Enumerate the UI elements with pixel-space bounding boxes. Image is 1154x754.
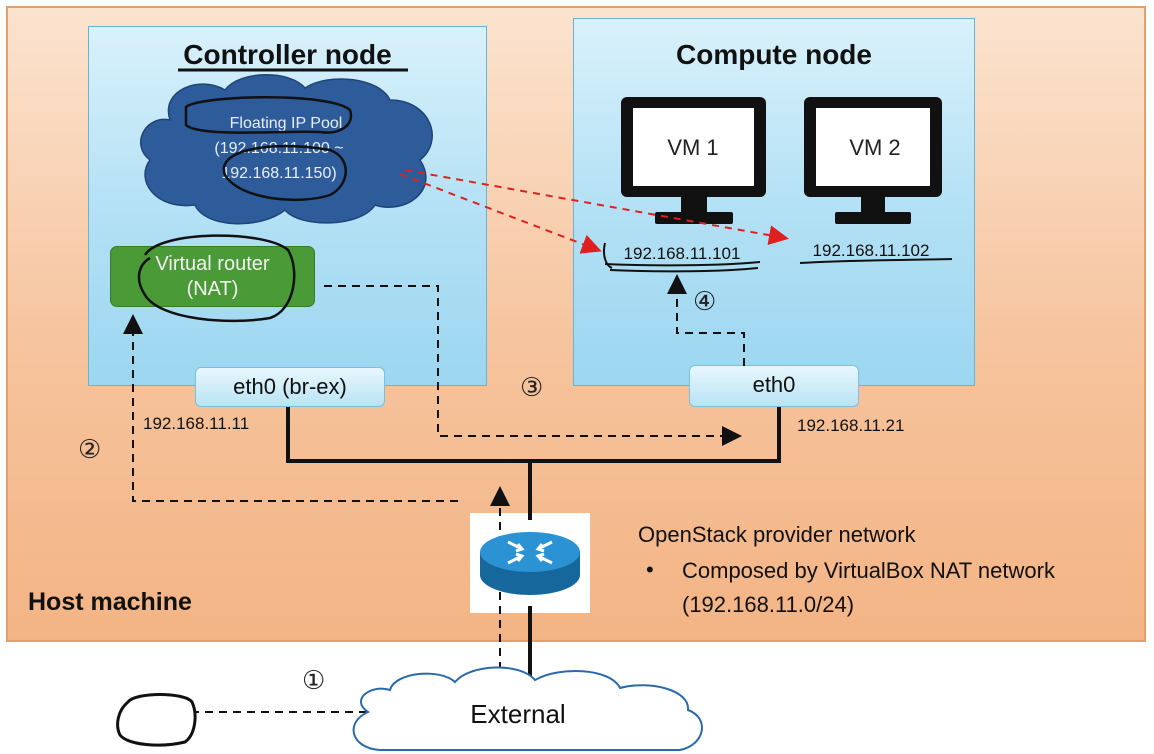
compute-node-title: Compute node <box>676 39 872 70</box>
floating-ip-arrow-vm1 <box>399 173 602 254</box>
virtual-router-box: Virtual router (NAT) <box>110 246 315 307</box>
step-1-marker: ① <box>302 665 326 695</box>
virtual-router-nat-label: (NAT) <box>186 278 239 300</box>
floating-ip-pool-cloud-icon: Floating IP Pool (192.168.11.100 ~ 192.1… <box>140 74 433 225</box>
virtual-router-scribble <box>137 234 296 323</box>
step-4-marker: ④ <box>693 286 717 316</box>
floating-pool-title: Floating IP Pool <box>230 115 343 132</box>
provider-network-bus <box>286 407 781 463</box>
vm2-ip-label: 192.168.11.102 <box>813 241 930 260</box>
provider-network-detail: Composed by VirtualBox NAT network <box>682 558 1055 583</box>
compute-eth0-interface: eth0 <box>689 365 859 407</box>
path-2-arrow <box>123 314 458 502</box>
controller-ip-label: 192.168.11.11 <box>143 414 250 433</box>
step-2-marker: ② <box>78 434 102 464</box>
vm2-ip-underline <box>799 258 953 264</box>
vm2-label: VM 2 <box>849 135 900 160</box>
host-machine-label: Host machine <box>28 588 192 616</box>
external-device-icon <box>116 693 197 747</box>
vm1-monitor-icon: VM 1 <box>621 97 766 224</box>
vm1-label: VM 1 <box>667 135 718 160</box>
controller-node-title: Controller node <box>183 39 392 70</box>
compute-ip-label: 192.168.11.21 <box>797 416 905 435</box>
compute-node-panel: Compute node <box>573 18 975 386</box>
controller-eth0-interface: eth0 (br-ex) <box>195 367 385 407</box>
external-label: External <box>470 699 565 729</box>
provider-network-subnet: (192.168.11.0/24) <box>682 592 855 617</box>
provider-network-title: OpenStack provider network <box>638 522 916 547</box>
vm1-ip-underline <box>602 242 761 273</box>
floating-pool-range-end: 192.168.11.150) <box>221 165 336 182</box>
step-3-marker: ③ <box>520 372 544 402</box>
virtual-router-label: Virtual router <box>155 253 270 275</box>
path-4-arrow <box>667 274 745 366</box>
provider-network-bullet: • <box>646 557 654 582</box>
floating-pool-range-start: (192.168.11.100 ~ <box>214 140 343 157</box>
path-3-arrow <box>324 285 742 446</box>
vm2-monitor-icon: VM 2 <box>804 97 942 224</box>
external-cloud-icon: External <box>352 666 703 751</box>
router-icon <box>480 532 580 595</box>
vm1-ip-label: 192.168.11.101 <box>624 244 741 263</box>
